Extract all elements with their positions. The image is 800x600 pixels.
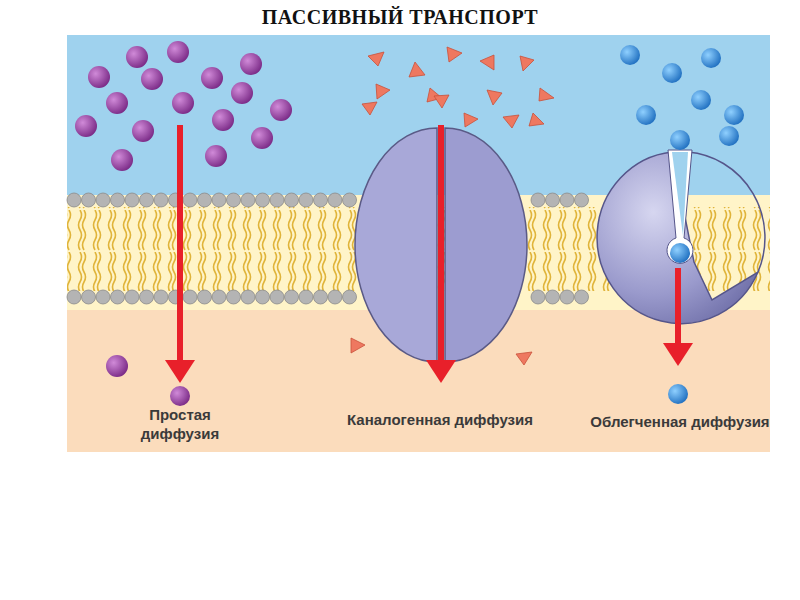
lipid-head (227, 290, 241, 304)
lipid-head (343, 290, 357, 304)
lipid-head (256, 193, 270, 207)
lipid-head (198, 193, 212, 207)
lipid-head (256, 290, 270, 304)
lipid-head (198, 290, 212, 304)
lipid-head (560, 290, 574, 304)
lipid-head (270, 193, 284, 207)
lipid-head (125, 193, 139, 207)
lipid-head (575, 193, 589, 207)
lipid-head (546, 193, 560, 207)
lipid-head (328, 193, 342, 207)
lipid-head (241, 193, 255, 207)
lipid-head (96, 290, 110, 304)
lipid-head (125, 290, 139, 304)
method-label: Каналогенная диффузия (340, 410, 540, 429)
lipid-head (343, 193, 357, 207)
lipid-head (328, 290, 342, 304)
lipid-head (560, 193, 574, 207)
lipid-head (140, 290, 154, 304)
lipid-head (111, 193, 125, 207)
lipid-head (67, 193, 81, 207)
lipid-head (270, 290, 284, 304)
lipid-head (183, 193, 197, 207)
lipid-head (212, 290, 226, 304)
lipid-head (285, 290, 299, 304)
lipid-head (531, 193, 545, 207)
lipid-head (140, 193, 154, 207)
method-label: Облегченная диффузия (585, 412, 775, 431)
lipid-head (314, 290, 328, 304)
lipid-head (96, 193, 110, 207)
lipid-head (285, 193, 299, 207)
lipid-head (212, 193, 226, 207)
lipid-head (154, 290, 168, 304)
method-label: Простая диффузия (110, 405, 250, 443)
lipid-head (227, 193, 241, 207)
lipid-head (314, 193, 328, 207)
lipid-head (82, 290, 96, 304)
lipid-head (183, 290, 197, 304)
lipid-head (67, 290, 81, 304)
lipid-head (111, 290, 125, 304)
lipid-head (82, 193, 96, 207)
lipid-head (241, 290, 255, 304)
lipid-head (575, 290, 589, 304)
lipid-head (154, 193, 168, 207)
lipid-head (299, 193, 313, 207)
diagram-title: ПАССИВНЫЙ ТРАНСПОРТ (0, 6, 800, 29)
lipid-head (531, 290, 545, 304)
lipid-head (546, 290, 560, 304)
lipid-head (299, 290, 313, 304)
